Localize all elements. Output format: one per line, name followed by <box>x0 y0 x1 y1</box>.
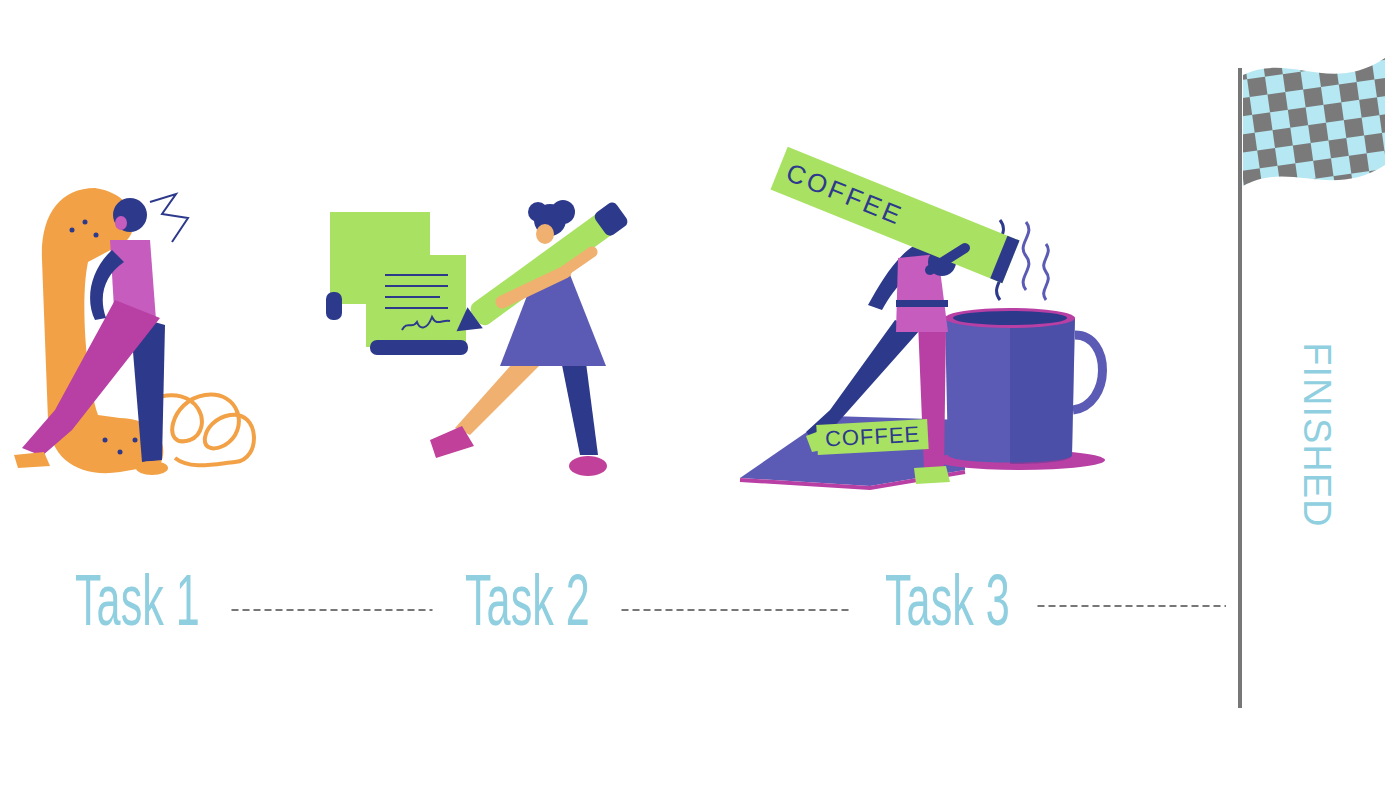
woman-arm <box>502 272 565 302</box>
paper-line <box>385 296 440 298</box>
signature <box>402 317 450 330</box>
woman-face <box>536 224 554 244</box>
pen-tip <box>449 307 483 342</box>
paper-line <box>385 285 448 287</box>
woman-arm <box>566 252 592 270</box>
coffee-surface <box>953 311 1067 325</box>
steam <box>1023 222 1029 290</box>
woman-head <box>113 198 147 232</box>
woman-face <box>115 216 127 230</box>
phone-dot <box>118 450 123 455</box>
package-label: COFFEE <box>773 152 915 237</box>
woman-leg <box>22 300 160 456</box>
woman-leg <box>455 355 545 435</box>
woman-arm <box>930 248 965 270</box>
stick-end <box>990 236 1019 284</box>
paper-sheet <box>366 255 466 347</box>
woman-hair <box>551 200 575 224</box>
phone-cord <box>150 395 254 466</box>
mug-shade <box>1010 318 1075 464</box>
task-step: Task 2 <box>453 549 604 652</box>
finish-flag <box>1240 58 1385 708</box>
steam <box>1044 244 1049 300</box>
phone-dot <box>94 233 99 238</box>
finish-marker: FINISHED <box>1232 40 1362 720</box>
woman-shoe <box>14 452 50 468</box>
woman-leg <box>560 355 598 455</box>
phone-figure <box>14 188 254 475</box>
paper-roll <box>370 340 468 355</box>
task-label: Task 1 <box>75 561 200 640</box>
paper-line <box>385 307 448 309</box>
dashed-connector <box>232 609 433 611</box>
task-label: Task 2 <box>465 561 590 640</box>
phone-dot <box>133 438 138 443</box>
flag-pole <box>1238 68 1242 708</box>
stick-body <box>770 147 1019 283</box>
mug-rim <box>945 308 1075 328</box>
woman-boot <box>430 426 474 458</box>
coffee-figure <box>740 147 1105 488</box>
phone-dot <box>83 220 88 225</box>
ring-symbol <box>150 194 188 242</box>
woman-shoe <box>136 461 168 475</box>
woman-arm <box>90 250 124 320</box>
phone-dot <box>103 438 108 443</box>
dashed-connector <box>622 609 853 611</box>
finish-label: FINISHED <box>1294 342 1336 527</box>
woman-hair <box>528 202 548 222</box>
paper-roll <box>326 292 342 320</box>
task-step: Task 1 <box>63 549 214 652</box>
dashed-connector <box>1038 605 1227 607</box>
checkered-flag <box>1243 58 1385 186</box>
signing-figure <box>326 200 630 476</box>
task-step: Task 3 <box>873 549 1024 652</box>
big-pen <box>448 200 629 343</box>
coffee-stick <box>770 147 1019 283</box>
mug-handle <box>1073 335 1103 410</box>
woman-belt <box>896 300 948 307</box>
phone-dot <box>70 228 75 233</box>
woman-shoe <box>914 466 950 484</box>
package-label: COFFEE <box>816 419 929 455</box>
pen-cap <box>592 200 629 238</box>
task-label: Task 3 <box>885 561 1010 640</box>
woman-boot <box>569 456 607 476</box>
paper-line <box>385 274 448 276</box>
